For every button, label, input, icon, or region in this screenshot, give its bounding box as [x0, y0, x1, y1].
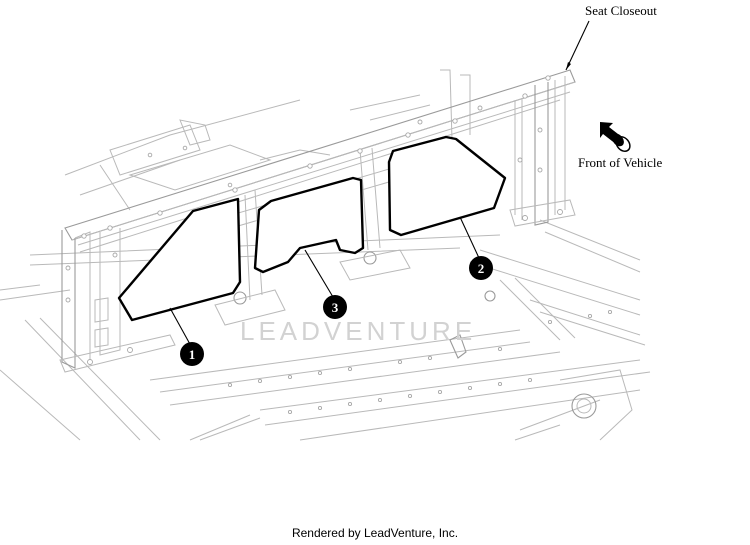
- front-direction-arrow-icon: [600, 122, 631, 152]
- leader-line-2: [459, 216, 480, 259]
- callout-1[interactable]: 1: [180, 342, 204, 366]
- seat-closeout-leader-arrowhead: [566, 62, 571, 70]
- seat-closeout-label: Seat Closeout: [585, 3, 657, 18]
- chassis-frame: [0, 69, 651, 441]
- front-of-vehicle-label: Front of Vehicle: [578, 155, 662, 170]
- seat-closeout-leader: [565, 20, 590, 71]
- callout-2[interactable]: 2: [469, 256, 493, 280]
- part-1-left-closeout-panel[interactable]: [117, 197, 242, 322]
- leader-line-3: [304, 249, 334, 298]
- callout-1-number: 1: [189, 347, 196, 362]
- callout-3-number: 3: [332, 300, 339, 315]
- callout-3[interactable]: 3: [323, 295, 347, 319]
- watermark-text: LEADVENTURE: [240, 316, 476, 346]
- leader-line-1: [169, 307, 192, 347]
- part-3-center-closeout-panel[interactable]: [253, 176, 365, 274]
- footer-credit: Rendered by LeadVenture, Inc.: [291, 526, 459, 540]
- part-2-right-closeout-panel[interactable]: [387, 135, 507, 237]
- callout-2-number: 2: [478, 261, 485, 276]
